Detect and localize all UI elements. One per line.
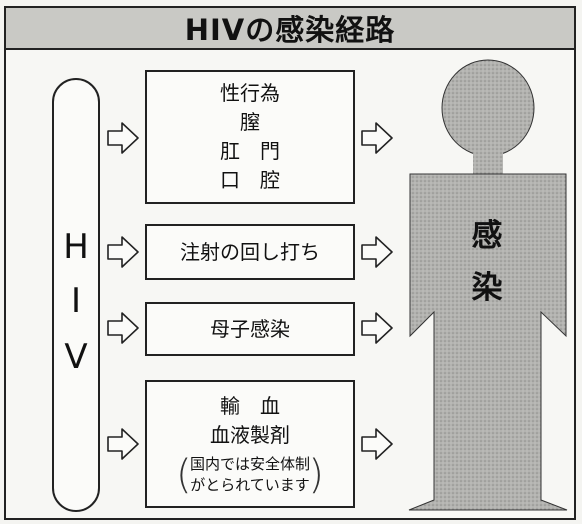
- route-line: 母子感染: [210, 316, 290, 341]
- route-line: 膣: [240, 110, 260, 134]
- arrow-right-icon: [107, 236, 139, 268]
- right-paren-icon: ): [308, 452, 324, 498]
- route-line: 血液製剤: [210, 423, 290, 447]
- route-line: 性行為: [220, 81, 280, 105]
- hiv-letter-v: V: [64, 337, 88, 377]
- note-line: がとられています: [190, 476, 310, 494]
- left-paren-icon: (: [175, 452, 192, 498]
- diagram-title: HIVの感染経路: [184, 13, 396, 47]
- route-box-transfusion: 輸 血 血液製剤 ( 国内では安全体制 がとられています ): [145, 380, 355, 508]
- arrow-right-icon: [107, 312, 139, 344]
- arrow-right-icon: [107, 122, 139, 154]
- hiv-letter-h: H: [63, 227, 89, 267]
- route-line: 肛 門: [220, 139, 280, 163]
- safety-note: ( 国内では安全体制 がとられています ): [175, 452, 324, 498]
- result-char-1: 感: [471, 218, 503, 254]
- route-line: 輸 血: [220, 394, 280, 418]
- route-box-injection: 注射の回し打ち: [145, 224, 355, 280]
- arrow-right-icon: [361, 236, 393, 268]
- title-bar: HIVの感染経路: [4, 6, 576, 50]
- arrow-right-icon: [361, 122, 393, 154]
- route-line: 注射の回し打ち: [180, 239, 320, 264]
- arrow-right-icon: [361, 312, 393, 344]
- note-line: 国内では安全体制: [189, 455, 310, 473]
- hiv-letter-i: I: [70, 281, 82, 321]
- hiv-source-pill: [52, 78, 100, 512]
- route-line: 口 腔: [220, 168, 280, 192]
- human-figure-icon: [408, 59, 568, 511]
- result-char-2: 染: [471, 270, 503, 306]
- arrow-right-icon: [361, 428, 393, 460]
- arrow-right-icon: [107, 428, 139, 460]
- route-box-sexual: 性行為 膣 肛 門 口 腔: [145, 70, 355, 204]
- route-box-mother-child: 母子感染: [145, 302, 355, 356]
